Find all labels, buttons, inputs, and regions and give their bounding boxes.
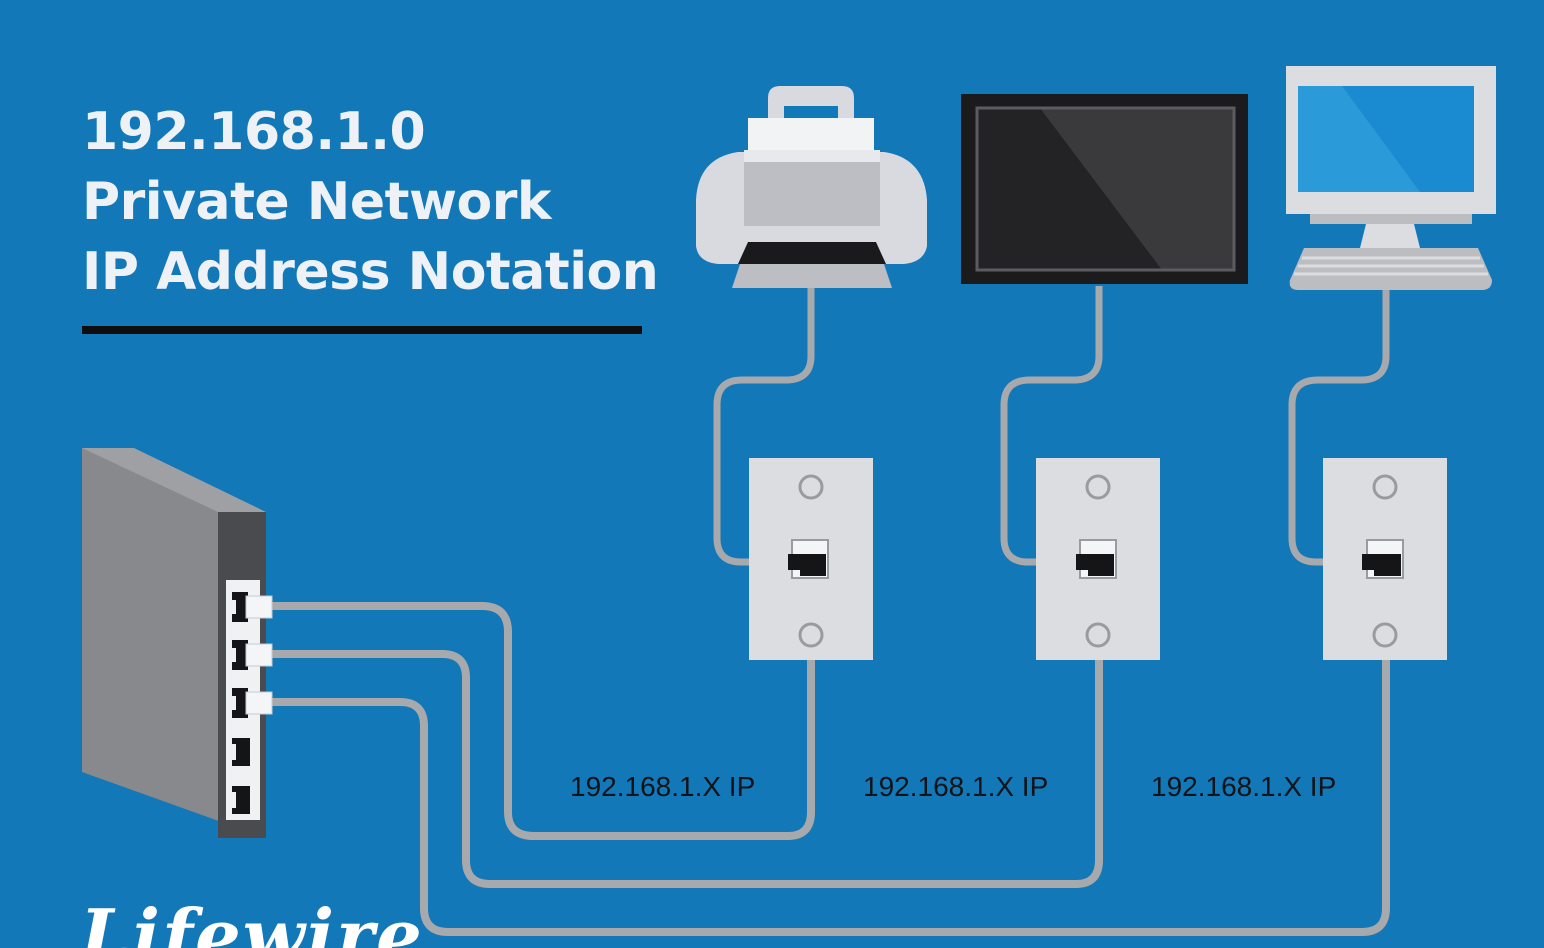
lifewire-logo: Lifewire (80, 893, 424, 948)
router-port-5 (232, 786, 250, 814)
router-port-4 (232, 738, 250, 766)
cable-router-to-plate-2 (270, 650, 1103, 888)
ip-label-printer: 192.168.1.X IP (570, 771, 756, 802)
title-private-network: Private Network (82, 172, 551, 232)
router-icon (82, 448, 273, 838)
wall-plate-1 (749, 458, 873, 660)
title-underline-divider (82, 326, 642, 334)
cable-router-to-plate-3 (270, 660, 1390, 936)
printer-icon (696, 86, 927, 288)
router-port-1 (232, 592, 248, 622)
cable-tv-to-plate (1000, 286, 1103, 566)
router-port-2 (232, 640, 248, 670)
title-ip-address-notation: IP Address Notation (82, 242, 659, 302)
ip-label-computer: 192.168.1.X IP (1151, 771, 1337, 802)
cable-router-to-plate-1 (270, 602, 815, 840)
title-ip-network: 192.168.1.0 (82, 102, 426, 162)
cable-computer-to-plate (1288, 290, 1390, 566)
wall-plate-3 (1323, 458, 1447, 660)
ip-label-tv: 192.168.1.X IP (863, 771, 1049, 802)
wall-plate-2 (1036, 458, 1160, 660)
desktop-computer-icon (1286, 66, 1496, 290)
router-port-3 (232, 688, 248, 718)
tv-monitor-icon (961, 94, 1248, 284)
cable-printer-to-plate (713, 286, 815, 566)
